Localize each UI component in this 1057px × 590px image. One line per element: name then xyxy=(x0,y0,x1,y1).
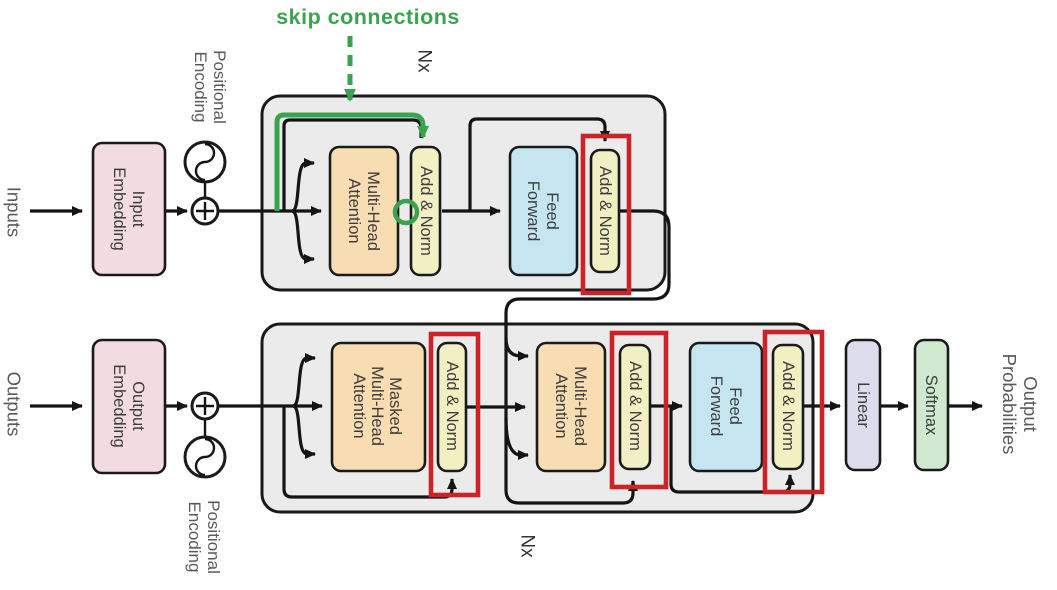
skip-connection-highlight xyxy=(274,36,429,211)
linear-box xyxy=(844,338,882,472)
decoder-ff-label: FeedForward xyxy=(707,376,744,437)
input-embedding-label: InputEmbedding xyxy=(110,167,147,250)
decoder-residual-1 xyxy=(282,406,457,499)
decoder-addnorm3-box xyxy=(771,343,805,471)
pe2-plus-icon xyxy=(196,397,214,415)
encoder-mha-label: Multi-HeadAttention xyxy=(345,171,382,251)
pe2-label: PositionalEncoding xyxy=(186,500,224,574)
cross-attention-branch-top xyxy=(504,337,529,361)
decoder-mha-label: Multi-HeadAttention xyxy=(552,366,589,446)
encoder-addnorm1-label: Add & Norm xyxy=(417,166,435,256)
highlight-decoder-addnorm3 xyxy=(762,329,825,495)
decoder-addnorm2-label: Add & Norm xyxy=(626,361,644,451)
decoder-mha-box xyxy=(535,341,607,473)
encoder-addnorm1-box xyxy=(409,145,442,277)
output-probabilities-label: OutputProbabilities xyxy=(1000,354,1042,455)
softmax-label: Softmax xyxy=(922,375,940,436)
encoder-addnorm2-box xyxy=(589,148,621,274)
highlight-decoder-addnorm2 xyxy=(609,330,669,490)
addnorm-highlights xyxy=(428,133,825,498)
pe1-sine-wave xyxy=(194,142,216,182)
qkv-branch-bottom xyxy=(291,209,315,264)
output-embedding-box xyxy=(91,338,167,475)
softmax-box xyxy=(913,338,950,472)
skip-connections-label: skip connections xyxy=(276,5,460,29)
decoder-addnorm3-label: Add & Norm xyxy=(779,361,797,451)
qkv-branch-top xyxy=(291,158,315,213)
linear-label: Linear xyxy=(854,382,872,428)
input-embedding-box xyxy=(91,141,167,277)
node-boxes xyxy=(91,141,950,475)
encoder-ff-label: FeedForward xyxy=(524,181,561,242)
pe2-sine-wave xyxy=(194,437,216,477)
masked-branch-top xyxy=(292,353,316,408)
decoder-nx-label: Nx xyxy=(517,534,538,558)
encoder-residual-2 xyxy=(468,117,610,211)
decoder-addnorm1-box xyxy=(436,341,468,473)
encoder-nx-label: Nx xyxy=(414,49,435,73)
encoder-to-decoder-path xyxy=(504,209,671,505)
cross-attention-branch-bottom xyxy=(504,417,529,460)
outputs-label: Outputs xyxy=(4,372,25,437)
highlight-encoder-addnorm2 xyxy=(580,133,632,296)
decoder-residual-3 xyxy=(669,406,795,494)
decoder-addnorm1-label: Add & Norm xyxy=(443,361,461,451)
masked-branch-bottom xyxy=(292,404,316,459)
highlight-decoder-addnorm1 xyxy=(428,331,481,498)
decoder-masked-mha-box xyxy=(330,341,427,473)
decoder-masked-mha-label: MaskedMulti-HeadAttention xyxy=(350,366,404,446)
decoder-ff-box xyxy=(688,341,764,473)
pe1-label: PositionalEncoding xyxy=(192,50,230,124)
output-embedding-label: OutputEmbedding xyxy=(110,364,147,447)
pe1-plus-icon xyxy=(196,202,214,220)
encoder-ff-box xyxy=(508,145,579,277)
positional-encoding-symbols xyxy=(183,140,227,479)
inputs-label: Inputs xyxy=(4,187,25,237)
encoder-mha-box xyxy=(328,145,400,277)
skip-connection-path xyxy=(274,112,429,211)
skip-connection-circle xyxy=(392,198,420,226)
decoder-addnorm2-box xyxy=(618,343,652,471)
diagram-labels: skip connections Inputs Outputs Position… xyxy=(4,5,1042,574)
encoder-addnorm2-label: Add & Norm xyxy=(596,166,614,256)
